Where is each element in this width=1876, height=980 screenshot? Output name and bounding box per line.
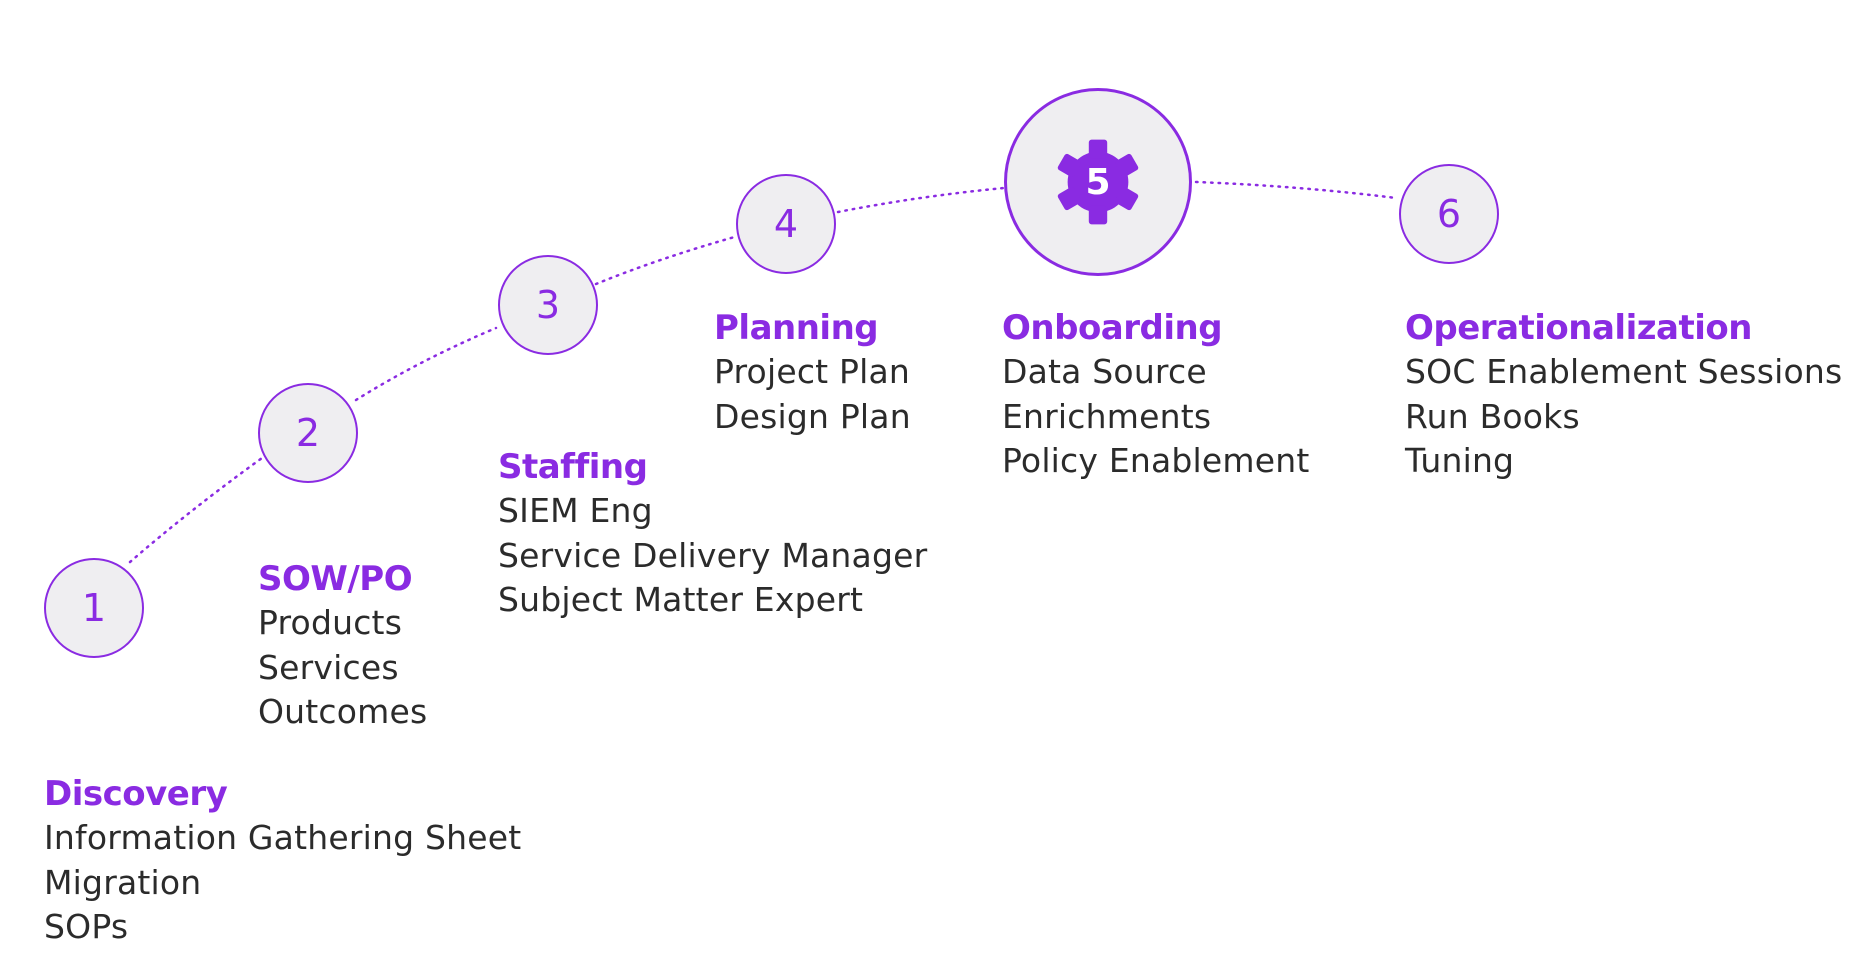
gear-icon — [1057, 139, 1139, 225]
step-5-gear: 5 — [1052, 136, 1144, 228]
step-4-items: Project Plan Design Plan — [714, 350, 911, 439]
step-6-node: 6 — [1399, 164, 1499, 264]
step-1-items: Information Gathering Sheet Migration SO… — [44, 816, 521, 950]
connector-3-4 — [594, 234, 740, 286]
step-2-block: SOW/PO Products Services Outcomes — [258, 557, 427, 735]
step-1-item: Information Gathering Sheet — [44, 818, 522, 857]
step-1-item: Migration — [44, 862, 202, 902]
step-3-items: SIEM Eng Service Delivery Manager Subjec… — [498, 489, 927, 623]
step-1-title: Discovery — [44, 774, 228, 814]
step-2-item: Services — [258, 647, 399, 687]
step-1-block: Discovery Information Gathering Sheet Mi… — [44, 772, 521, 950]
step-6-items: SOC Enablement Sessions Run Books Tuning — [1405, 350, 1842, 484]
step-2-item: Outcomes — [258, 692, 428, 731]
step-6-item: SOC Enablement Sessions — [1405, 352, 1843, 391]
step-6-block: Operationalization SOC Enablement Sessio… — [1405, 306, 1842, 484]
step-5-item: Data Source — [1002, 352, 1207, 391]
step-4-number: 4 — [773, 202, 799, 246]
step-4-item: Design Plan — [714, 396, 911, 436]
step-2-items: Products Services Outcomes — [258, 601, 427, 735]
step-1-node: 1 — [44, 558, 144, 658]
step-3-number: 3 — [535, 283, 561, 327]
step-5-block: Onboarding Data Source Enrichments Polic… — [1002, 306, 1310, 484]
step-3-title: Staffing — [498, 447, 648, 487]
step-5-items: Data Source Enrichments Policy Enablemen… — [1002, 350, 1310, 484]
step-3-item: Service Delivery Manager — [498, 535, 928, 575]
step-2-item: Products — [258, 603, 403, 642]
connector-1-2 — [128, 456, 264, 564]
step-3-node: 3 — [498, 255, 598, 355]
connector-4-5 — [836, 186, 1006, 214]
step-5-node-active: 5 — [1004, 88, 1192, 276]
step-5-number: 5 — [1085, 161, 1111, 203]
connector-5-6 — [1194, 180, 1398, 200]
step-1-item: SOPs — [44, 907, 129, 946]
step-6-item: Run Books — [1405, 396, 1580, 436]
step-2-node: 2 — [258, 383, 358, 483]
step-4-title: Planning — [714, 308, 879, 348]
step-3-item: SIEM Eng — [498, 491, 653, 530]
step-5-title: Onboarding — [1002, 308, 1223, 348]
step-5-item: Policy Enablement — [1002, 441, 1310, 480]
step-4-block: Planning Project Plan Design Plan — [714, 306, 911, 439]
step-5-item: Enrichments — [1002, 396, 1212, 436]
step-4-item: Project Plan — [714, 352, 911, 391]
step-2-number: 2 — [295, 411, 321, 455]
step-2-title: SOW/PO — [258, 559, 413, 599]
step-3-block: Staffing SIEM Eng Service Delivery Manag… — [498, 445, 927, 623]
step-6-title: Operationalization — [1405, 308, 1752, 348]
step-4-node: 4 — [736, 174, 836, 274]
step-6-number: 6 — [1436, 192, 1462, 236]
step-6-item: Tuning — [1405, 441, 1515, 480]
step-1-number: 1 — [81, 586, 107, 630]
step-3-item: Subject Matter Expert — [498, 580, 864, 619]
connector-2-3 — [354, 326, 498, 402]
